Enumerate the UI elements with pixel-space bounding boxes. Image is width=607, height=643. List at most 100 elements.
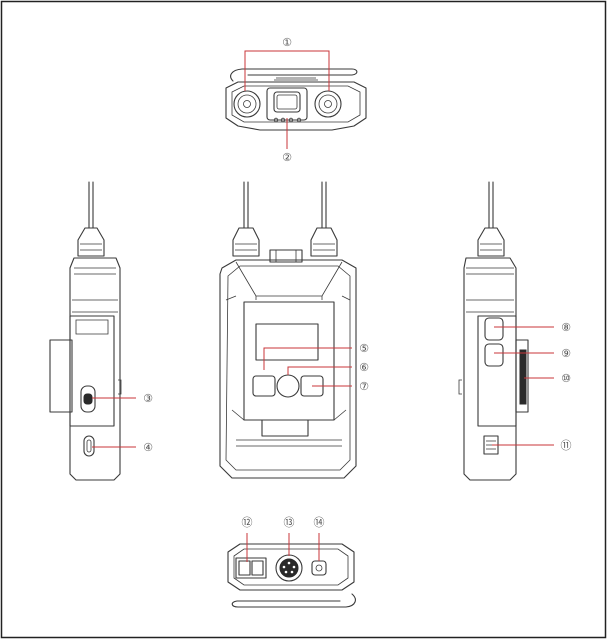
front-body-inner — [225, 265, 351, 471]
bottom-belt-clip — [231, 593, 356, 608]
bottom-view — [227, 533, 356, 608]
top-connector — [273, 91, 301, 113]
bottom-dip-2 — [251, 560, 264, 576]
callout-6-leader — [287, 366, 352, 375]
front-control-panel — [243, 301, 335, 421]
bottom-dip-switch — [235, 557, 267, 579]
front-antenna-left-whip — [243, 181, 249, 229]
front-top-connector — [269, 249, 303, 263]
front-center-button — [276, 374, 300, 398]
bottom-pin — [287, 561, 291, 565]
left-battery-door — [69, 315, 115, 427]
left-body-lines — [74, 267, 116, 275]
front-lower-lines — [236, 439, 342, 447]
left-side-tab — [118, 379, 122, 395]
right-side-tab — [458, 379, 462, 395]
right-door — [477, 315, 517, 427]
top-led — [288, 117, 294, 123]
callout-labels: ① ② ③ ④ ⑤ ⑥ ⑦ ⑧ ⑨ ⑩ ⑪ ⑫ ⑬ ⑭ — [143, 36, 571, 529]
left-usb-inner — [86, 439, 92, 453]
callout-label-11: ⑪ — [561, 439, 572, 452]
front-body — [219, 259, 357, 479]
left-antenna-base — [77, 227, 105, 257]
callout-label-5: ⑤ — [359, 342, 369, 355]
callout-label-3: ③ — [143, 392, 153, 405]
left-usb-port — [83, 435, 95, 457]
top-antenna-left — [233, 90, 261, 118]
bottom-aux-jack — [311, 560, 327, 576]
top-antenna-left-core — [243, 100, 251, 108]
callout-label-13: ⑬ — [284, 516, 295, 529]
top-led — [296, 117, 302, 123]
callout-1-leader — [244, 50, 330, 91]
bottom-pin — [290, 570, 294, 574]
bottom-aux-jack-hole — [315, 564, 323, 572]
left-body-lines — [72, 299, 118, 313]
top-antenna-right-core — [324, 100, 332, 108]
bottom-body-inner — [233, 548, 349, 586]
bottom-pin — [284, 570, 288, 574]
callout-label-7: ⑦ — [359, 380, 369, 393]
bottom-pin — [282, 565, 286, 569]
right-antenna-base — [477, 227, 505, 257]
right-card-slot — [519, 349, 527, 405]
top-connector-inner — [276, 94, 298, 110]
front-view — [219, 181, 357, 479]
callout-label-10: ⑩ — [561, 372, 571, 385]
callout-label-9: ⑨ — [561, 347, 571, 360]
right-button-up — [484, 317, 504, 341]
callout-label-14: ⑭ — [314, 516, 325, 529]
right-antenna-whip — [488, 181, 494, 229]
top-led — [273, 117, 279, 123]
top-connector-housing — [266, 87, 308, 121]
left-door-latch — [75, 319, 109, 335]
top-belt-clip — [230, 68, 358, 82]
right-side-view — [458, 181, 554, 481]
bottom-pin — [292, 565, 296, 569]
callout-label-4: ④ — [143, 441, 153, 454]
front-lower-chamfer — [231, 409, 347, 421]
bottom-mic-socket — [279, 558, 299, 578]
front-lower-badge — [261, 419, 309, 437]
right-antenna-rings — [480, 243, 502, 251]
front-antenna-left-base — [232, 227, 260, 257]
left-antenna-whip — [88, 181, 94, 229]
callout-label-1: ① — [282, 36, 292, 49]
front-left-button — [252, 375, 276, 397]
top-led — [280, 117, 286, 123]
right-button-down — [484, 343, 504, 367]
front-side-lines — [225, 295, 351, 301]
front-antenna-right-base — [310, 227, 338, 257]
front-shoulder-lines — [235, 261, 343, 297]
left-power-switch — [80, 385, 96, 413]
callout-label-12: ⑫ — [242, 516, 253, 529]
top-view — [225, 50, 367, 149]
bottom-dip-1 — [238, 560, 251, 576]
callout-label-2: ② — [282, 151, 292, 164]
front-antenna-right-rings — [313, 243, 335, 251]
right-body-lines — [466, 267, 514, 313]
top-antenna-left-ring — [237, 94, 257, 114]
right-body — [463, 257, 517, 481]
front-antenna-right-whip — [321, 181, 327, 229]
top-antenna-right-ring — [318, 94, 338, 114]
callout-label-8: ⑧ — [561, 321, 571, 334]
top-antenna-right — [314, 90, 342, 118]
top-body — [225, 81, 367, 131]
front-lcd-display — [255, 323, 319, 361]
bottom-body — [227, 543, 355, 591]
left-belt-clip — [49, 339, 73, 413]
top-body-inner — [231, 85, 361, 123]
front-shoulder-drops — [255, 296, 323, 300]
callout-5-leader — [263, 347, 352, 370]
callout-label-6: ⑥ — [359, 361, 369, 374]
top-clip-ridges — [274, 77, 318, 81]
front-antenna-left-rings — [235, 243, 257, 251]
right-belt-clip — [515, 339, 529, 413]
left-side-view — [49, 181, 136, 481]
left-switch-knob — [83, 393, 93, 405]
left-antenna-rings — [80, 243, 102, 251]
